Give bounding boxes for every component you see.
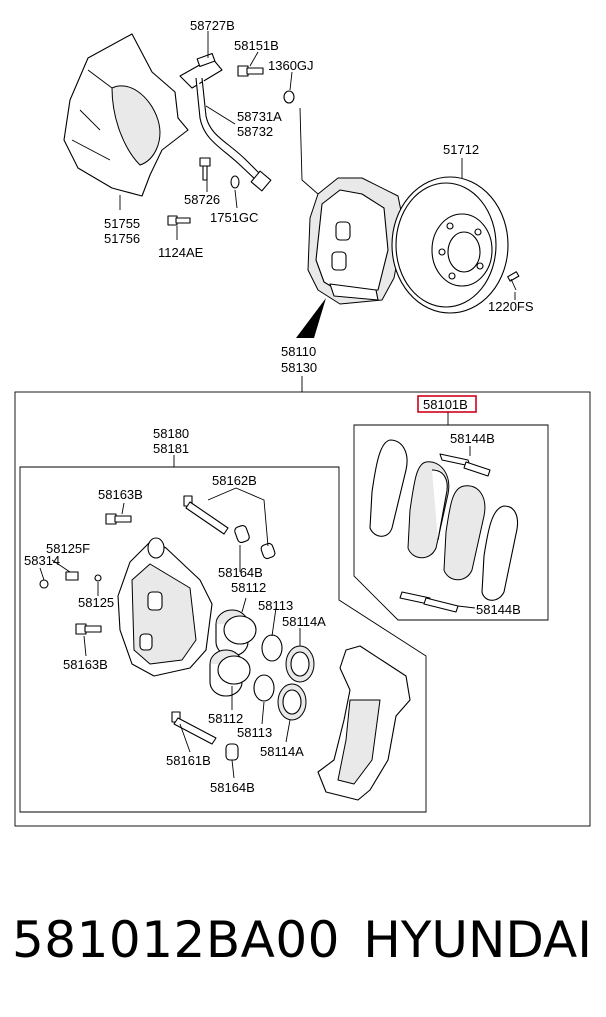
part-number: 581012BA00 [12,911,340,969]
boot-58164B-bottom [225,743,239,761]
label-58164B-bottom: 58164B [210,780,255,795]
piston-58112-bottom [209,649,251,697]
label-58180: 58180 [153,426,189,441]
pad-clip-58144B-bottom [399,591,459,613]
label-58110: 58110 [281,344,316,359]
label-58144B-bottom: 58144B [476,602,521,617]
label-58181: 58181 [153,441,189,456]
label-58113-top: 58113 [258,598,293,613]
label-58112-top: 58112 [231,580,266,595]
label-58162B: 58162B [212,473,257,488]
label-58314: 58314 [24,553,60,568]
brake-hose-illustration [179,52,272,192]
label-58731A: 58731A [237,109,282,124]
boot-58114A-top [285,645,315,683]
label-1360GJ: 1360GJ [268,58,314,73]
label-1124AE: 1124AE [158,245,204,260]
label-58726: 58726 [184,192,220,207]
footer-bar: 581012BA00 HYUNDAI [0,905,606,975]
washer-1751GC [230,175,240,189]
label-58151B: 58151B [234,38,279,53]
label-58164B-top: 58164B [218,565,263,580]
label-1220FS: 1220FS [488,299,534,314]
seal-58113-bottom [253,674,275,702]
bolt-58163B-top [105,513,132,525]
label-51712: 51712 [443,142,479,157]
guide-pin-58161B [171,711,217,745]
washer-1360GJ [283,90,295,104]
label-58114A-bottom: 58114A [260,744,304,759]
assembly-pointer-arrow [296,298,326,338]
label-58727B: 58727B [190,18,235,33]
label-58125: 58125 [78,595,114,610]
label-58163B-top: 58163B [98,487,143,502]
bleeder-58125F [65,571,79,581]
label-58163B-bottom: 58163B [63,657,108,672]
bolt-58163B-bottom [75,623,102,635]
bolt-1124AE [167,215,191,226]
caliper-bracket-illustration [317,645,411,801]
brand-name: HYUNDAI [363,911,592,969]
caliper-body-illustration [117,537,213,677]
label-58732: 58732 [237,124,273,139]
pad-clip-58144B-top [439,453,491,477]
boot-58164B-top [234,525,276,560]
pad-kit-frame [353,424,549,621]
label-58130: 58130 [281,360,317,375]
screw-1220FS [507,271,520,291]
cap-58125 [94,574,102,582]
caliper-kit-frame [19,466,427,813]
piston-58112-top [215,609,257,657]
label-58101B: 58101B [423,397,468,412]
label-58144B-top: 58144B [450,431,495,446]
dust-shield-illustration [63,33,189,197]
selected-part-highlight [417,395,477,413]
label-51755: 51755 [104,216,140,231]
bolt-58151B [237,65,264,77]
seal-58113-top [261,634,283,662]
brake-pads-illustration [369,439,519,601]
label-58112-bottom: 58112 [208,711,243,726]
bolt-58726 [199,157,211,181]
label-58125F: 58125F [46,541,90,556]
label-58114A-top: 58114A [282,614,326,629]
label-1751GC: 1751GC [210,210,258,225]
guide-pin-58162B [183,495,229,535]
label-58161B: 58161B [166,753,211,768]
label-58113-bottom: 58113 [237,725,272,740]
boot-58114A-bottom [277,683,307,721]
label-51756: 51756 [104,231,140,246]
cap-58314 [39,579,49,589]
caliper-assembly-illustration [307,177,405,305]
brake-assembly-diagram: 58727B 58151B 1360GJ 58731A 58732 58726 … [14,18,591,827]
brake-disc-illustration [391,176,509,314]
kit-frame-outer [14,391,591,827]
